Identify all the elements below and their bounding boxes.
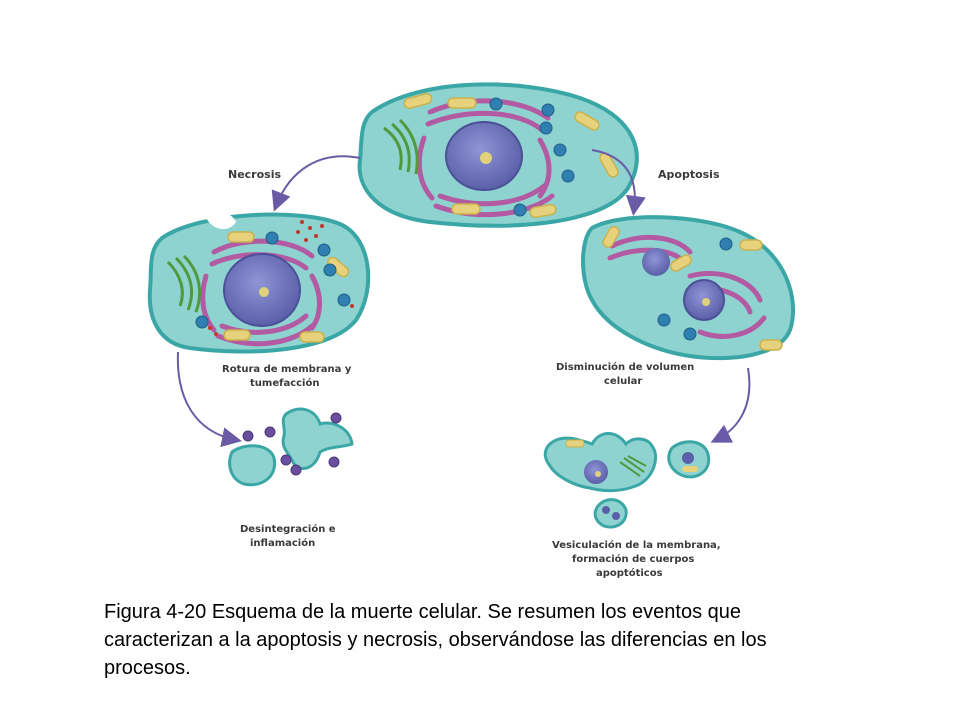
apoptotic-bodies [543, 432, 711, 529]
nucleolus [480, 152, 492, 164]
nucleus [642, 248, 670, 276]
label-apoptosis-step2-line3: apoptóticos [596, 567, 663, 579]
label-apoptosis-step1-line2: celular [604, 376, 642, 387]
label-necrosis-step2-line2: inflamación [250, 537, 315, 549]
golgi-apparatus [166, 254, 202, 313]
vesicles [489, 97, 575, 217]
vesicles [195, 231, 351, 329]
arrow-necrosis-step2 [176, 351, 242, 448]
mitochondria [223, 231, 350, 343]
label-apoptosis-step1-line1: Disminución de volumen [556, 361, 694, 373]
endoplasmic-reticulum [200, 238, 322, 347]
figure-caption: Figura 4-20 Esquema de la muerte celular… [104, 601, 767, 679]
swollen-necrotic-cell [147, 212, 371, 354]
label-necrosis-step2-line1: Desintegración e [240, 523, 336, 535]
mitochondria [403, 92, 619, 219]
label-apoptosis-step2-line2: formación de cuerpos [572, 553, 694, 565]
leaking-contents [208, 220, 354, 336]
arrow-to-necrosis [271, 155, 361, 212]
arrow-apoptosis-step2 [710, 367, 751, 443]
label-apoptosis: Apoptosis [658, 168, 720, 181]
label-necrosis: Necrosis [228, 168, 281, 181]
golgi-apparatus [383, 118, 419, 175]
mitochondria [602, 226, 783, 351]
vesicles [657, 237, 733, 341]
label-necrosis-step1-line1: Rotura de membrana y [222, 364, 352, 375]
label-necrosis-step1-line2: tumefacción [250, 377, 319, 389]
disintegrated-cell-fragments [228, 407, 354, 487]
membrane-rupture [206, 212, 236, 230]
arrow-to-apoptosis [591, 149, 646, 216]
label-apoptosis-step2-line1: Vesiculación de la membrana, [552, 539, 721, 551]
shrunken-apoptotic-cell [581, 215, 795, 361]
normal-cell [357, 82, 639, 228]
